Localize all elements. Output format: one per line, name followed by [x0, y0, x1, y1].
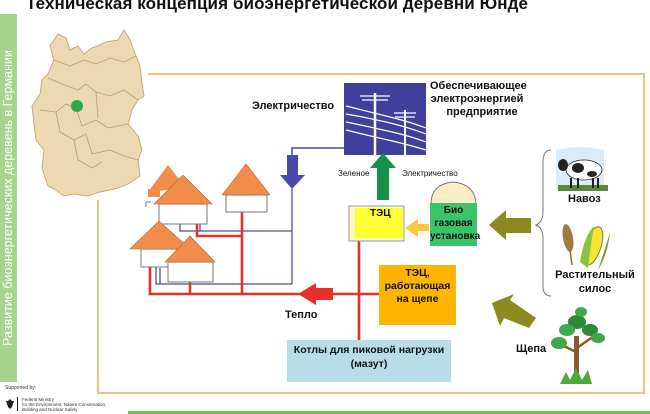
label-silage-line: Растительный [555, 269, 635, 281]
label-silage-line: силос [578, 283, 612, 295]
sidebar-banner: Развитие биоэнергетических деревень в Ге… [0, 14, 17, 382]
label-green: Зеленое [338, 169, 370, 178]
label-biogas-line: газовая [434, 218, 473, 229]
chp-box [348, 205, 405, 242]
bracket [534, 149, 552, 297]
ministry-line: Building and Nuclear Safety [22, 407, 78, 412]
ministry-line: for the Environment, Nature Conservation… [22, 402, 107, 407]
label-utility-line: Обеспечивающее [430, 80, 527, 92]
label-biogas: Био газовая установка [430, 204, 481, 243]
page-title: Техническая концепция биоэнергетической … [26, 0, 529, 13]
cow-icon [556, 147, 608, 191]
electricity-down-arrow-icon [280, 155, 305, 189]
label-boilers-line: (мазут) [350, 358, 388, 370]
label-biogas-line: Био [443, 205, 464, 216]
wheat-icon [562, 224, 574, 266]
label-boilers: Котлы для пиковой нагрузки (мазут) [287, 343, 451, 371]
frame-border-left [97, 200, 99, 394]
label-wood-chp-line: ТЭЦ, [405, 267, 430, 279]
woodchips-arrow-icon [492, 294, 536, 328]
biogas-plant [430, 181, 477, 246]
corn-icon [580, 226, 610, 270]
wood-chp-box [379, 265, 456, 325]
label-biogas-line: установка [430, 231, 481, 242]
label-silage: Растительный силос [552, 268, 638, 296]
frame-border-top [148, 73, 645, 75]
house-icon [153, 174, 213, 225]
tree-icon [551, 307, 605, 384]
label-wood-chp-line: на щепе [396, 293, 439, 305]
label-heat: Тепло [285, 309, 318, 321]
frame-border-right [643, 73, 645, 394]
green-electricity-up-arrow-icon [370, 153, 396, 200]
electric-line [291, 147, 344, 170]
village-marker-icon [71, 100, 83, 112]
village-houses [129, 163, 271, 283]
power-utility-icon [344, 83, 427, 155]
label-electricity-green: Электричество [402, 169, 458, 178]
heat-left-arrow-icon [298, 283, 333, 305]
house-icon [164, 235, 216, 283]
label-chp: ТЭЦ [370, 208, 391, 219]
ministry-line: Federal Ministry [22, 397, 55, 402]
label-woodchips: Щепа [516, 343, 547, 355]
label-utility: Обеспечивающее электроэнергией предприят… [430, 80, 527, 119]
label-utility-line: электроэнергией [430, 93, 524, 105]
label-wood-chp-line: работающая [384, 280, 451, 292]
federal-eagle-icon [6, 399, 14, 409]
biogas-to-chp-arrow-icon [405, 219, 429, 237]
label-utility-line: предприятие [446, 106, 518, 118]
label-electricity-grid: Электричество [252, 100, 335, 112]
germany-map [31, 29, 145, 197]
heat-pipes [148, 212, 380, 347]
frame-border-bottom [97, 392, 645, 394]
label-boilers-line: Котлы для пиковой нагрузки [293, 344, 445, 356]
biomass-to-biogas-arrow-icon [489, 210, 531, 240]
supported-by-text: Supported by: [5, 385, 37, 391]
house-icon [221, 163, 271, 213]
ministry-flag-bar [17, 397, 18, 411]
ministry-name: Federal Ministry for the Environment, Na… [22, 397, 106, 412]
label-wood-chp: ТЭЦ, работающая на щепе [379, 267, 456, 306]
peak-boiler-box [287, 340, 451, 382]
label-manure: Навоз [568, 193, 601, 205]
